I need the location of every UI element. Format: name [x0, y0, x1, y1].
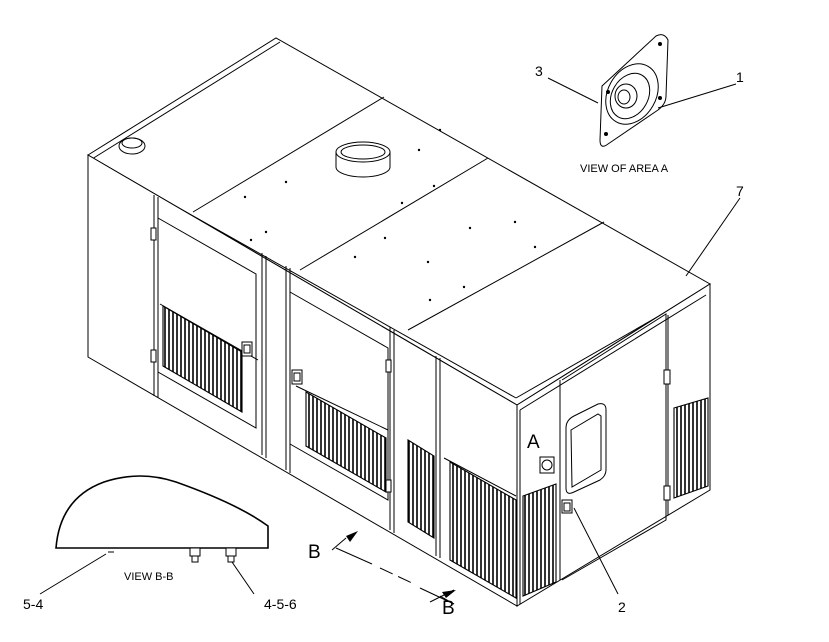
- detail-view-area-a: [599, 34, 669, 147]
- section-b-right-label: B: [442, 598, 455, 619]
- roof-seam: [299, 157, 489, 271]
- callout-5-4: 5-4: [23, 596, 43, 612]
- access-door-center: [289, 291, 392, 501]
- callout-1: 1: [736, 69, 744, 85]
- section-line-b-b: [331, 531, 456, 605]
- generator-enclosure: [87, 37, 711, 607]
- side-vent-grille: [449, 461, 517, 599]
- detail-view-b-b: [55, 475, 269, 563]
- view-b-b-label: VIEW B-B: [124, 571, 174, 583]
- access-door-left: [150, 217, 259, 429]
- area-a-fitting: [539, 456, 555, 474]
- side-vent-grille: [407, 439, 435, 539]
- end-vent-grille: [522, 483, 557, 597]
- section-b-left-label: B: [308, 542, 321, 563]
- fuel-cap: [118, 137, 146, 155]
- enclosure-end-wall: [516, 283, 711, 607]
- roof-seam: [192, 96, 385, 213]
- roof-seam: [407, 221, 605, 331]
- end-access-door: [561, 313, 671, 581]
- view-area-a-label: VIEW OF AREA A: [580, 163, 669, 175]
- area-a-marker: A: [527, 432, 540, 453]
- exhaust-outlet: [335, 141, 391, 178]
- end-vent-grille: [673, 397, 709, 499]
- callout-2: 2: [618, 599, 626, 615]
- callout-3: 3: [535, 63, 543, 79]
- leader-lines: [39, 77, 741, 595]
- callout-4-5-6: 4-5-6: [264, 596, 297, 612]
- callout-7: 7: [736, 183, 744, 199]
